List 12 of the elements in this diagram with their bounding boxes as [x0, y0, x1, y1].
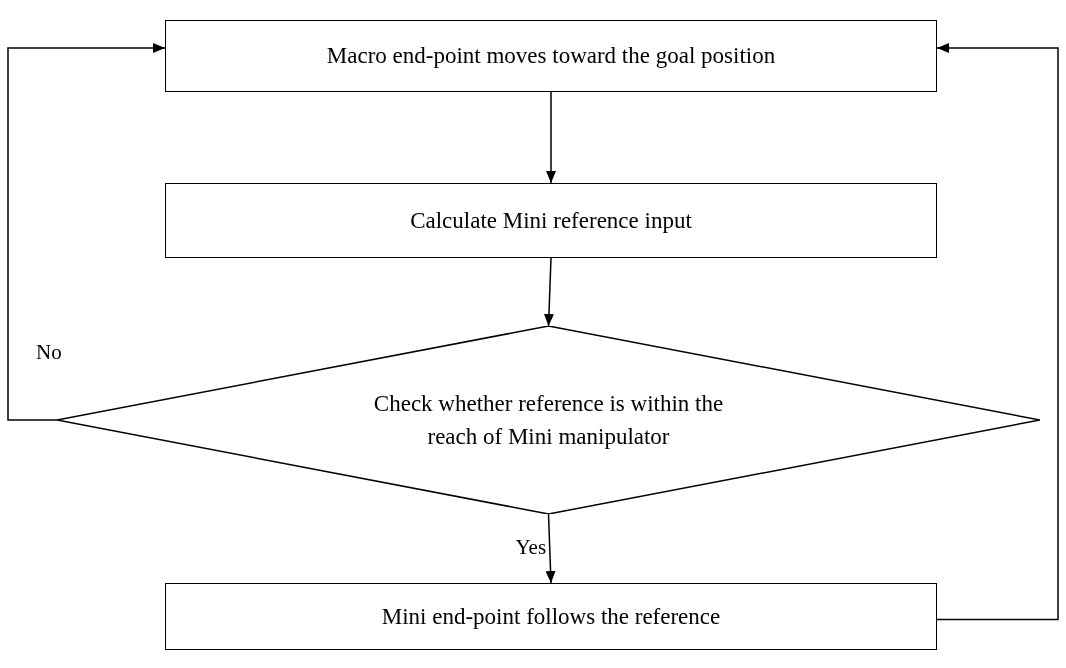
process-box — [165, 183, 937, 258]
arrow — [545, 513, 556, 584]
process-text: Calculate Mini reference input — [410, 206, 692, 235]
arrow — [543, 257, 554, 327]
process-box — [165, 583, 937, 650]
arrow — [546, 91, 556, 184]
arrow — [936, 43, 1059, 621]
process-text: Mini end-point follows the reference — [381, 602, 721, 631]
decision-text: Check whether reference is within the reach of Mini manipulator — [372, 389, 725, 451]
arrow — [7, 43, 166, 421]
process-box — [165, 20, 937, 92]
process-text: Macro end-point moves toward the goal position — [326, 42, 776, 71]
